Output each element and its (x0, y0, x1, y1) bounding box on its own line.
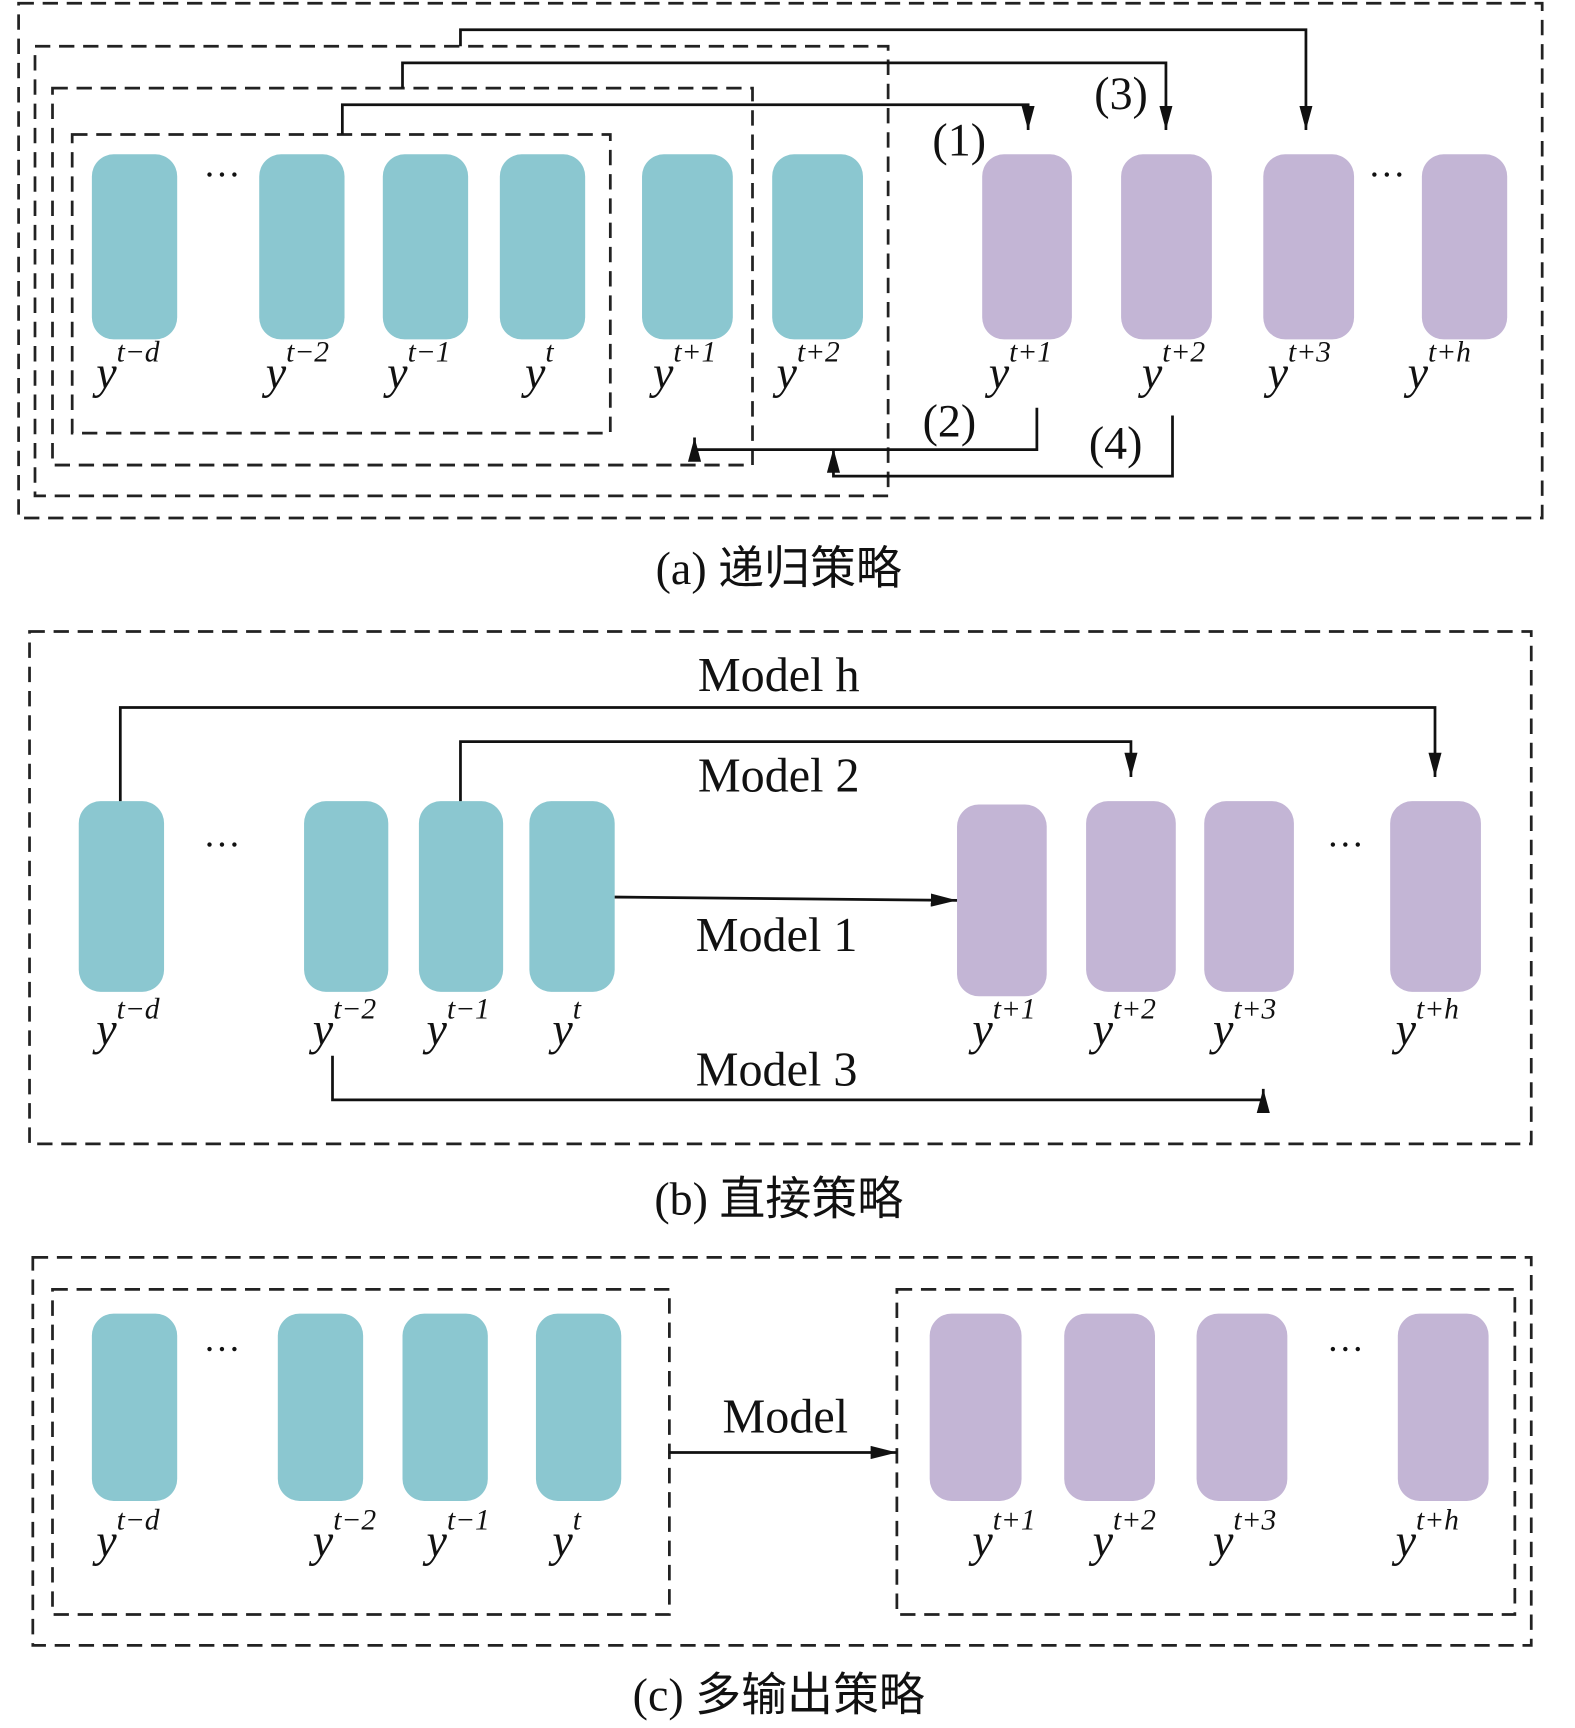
labels-a: yt−d yt−2 yt−1 yt yt+1 yt+2 yt+1 yt+2 yt… (92, 336, 1471, 398)
ellipsis: … (1368, 144, 1405, 185)
output-block (1121, 154, 1212, 340)
arrow-model-1 (614, 893, 958, 907)
label-y-t+2: yt+2 (773, 336, 840, 398)
fed-back-block (642, 154, 733, 340)
input-block (91, 1313, 178, 1501)
label-y-t: yt (548, 993, 581, 1055)
label-y-t+3: yt+3 (1209, 993, 1276, 1055)
model-1-label: Model 1 (696, 909, 858, 962)
label-y-t+h: yt+h (1404, 336, 1471, 398)
label-y-t-d: yt−d (92, 1505, 159, 1567)
ellipsis: … (1327, 1319, 1364, 1360)
label-y-t+h: yt+h (1392, 993, 1459, 1055)
input-block (499, 154, 586, 340)
step-label-2: (2) (923, 395, 977, 446)
input-block (535, 1313, 622, 1501)
model-2-label: Model 2 (698, 749, 860, 802)
output-block (982, 154, 1072, 340)
label-y-t+1: yt+1 (968, 1505, 1035, 1567)
label-y-t+h: yt+h (1392, 1505, 1459, 1567)
label-y-t-d: yt−d (92, 336, 159, 398)
ellipsis: … (203, 144, 240, 185)
caption-c: (c) 多输出策略 (633, 1669, 925, 1720)
label-y-t-1: yt−1 (423, 993, 490, 1055)
model-h-label: Model h (698, 649, 860, 702)
label-y-t+2: yt+2 (1138, 336, 1205, 398)
ellipsis: … (203, 814, 240, 855)
panel-recursive-strategy: … … yt−d yt−2 yt−1 yt yt+1 yt+2 yt+1 yt+… (17, 1, 1544, 594)
input-block (78, 801, 165, 992)
outer-frame (28, 630, 1533, 1146)
label-y-t+3: yt+3 (1264, 336, 1331, 398)
outer-frame (31, 1256, 1533, 1647)
step-label-3: (3) (1094, 68, 1148, 119)
output-block (1397, 1313, 1489, 1501)
output-block (1196, 1313, 1288, 1501)
label-y-t+1: yt+1 (985, 336, 1052, 398)
label-y-t-d: yt−d (92, 993, 159, 1055)
input-block (418, 801, 504, 992)
output-block (1263, 154, 1355, 340)
arrow-top (459, 28, 1313, 131)
ellipsis: … (1327, 814, 1364, 855)
outer-frame (17, 1, 1544, 520)
arrow-model-3 (331, 1055, 1270, 1114)
input-block (259, 154, 345, 340)
label-y-t+3: yt+3 (1209, 1505, 1276, 1567)
output-block (1390, 801, 1481, 992)
arrow-model-h (118, 706, 1442, 802)
label-y-t+1: yt+1 (649, 336, 716, 398)
arrow-model-2 (459, 740, 1138, 802)
input-block (402, 1313, 488, 1501)
labels-c: yt−d yt−2 yt−1 yt yt+1 yt+2 yt+3 yt+h (92, 1505, 1459, 1567)
labels-b: yt−d yt−2 yt−1 yt yt+1 yt+2 yt+3 yt+h (92, 993, 1459, 1055)
output-block (929, 1313, 1022, 1501)
input-block (304, 801, 389, 992)
arrow-step-4 (832, 415, 1174, 478)
label-y-t-2: yt−2 (262, 336, 329, 398)
input-block (277, 1313, 364, 1501)
model-label: Model (722, 1390, 848, 1443)
arrow-step-1 (340, 103, 1035, 135)
output-block (1204, 801, 1294, 992)
input-block (529, 801, 615, 992)
label-y-t+2: yt+2 (1089, 1505, 1156, 1567)
output-block (957, 804, 1047, 997)
input-block (91, 154, 178, 340)
label-y-t-2: yt−2 (309, 1505, 376, 1567)
output-block (1086, 801, 1176, 992)
step-label-1: (1) (932, 114, 986, 165)
arrow-step-3 (401, 61, 1173, 131)
output-block (1421, 154, 1508, 340)
panel-direct-strategy: … … yt−d yt−2 yt−1 yt yt+1 yt+2 yt+3 yt+… (28, 630, 1533, 1224)
model-3-label: Model 3 (696, 1043, 858, 1096)
label-y-t: yt (521, 336, 554, 398)
label-y-t-1: yt−1 (383, 336, 450, 398)
label-y-t-2: yt−2 (309, 993, 376, 1055)
label-y-t+1: yt+1 (968, 993, 1035, 1055)
fed-back-block (772, 154, 863, 340)
input-block (382, 154, 469, 340)
step-label-4: (4) (1089, 417, 1143, 468)
label-y-t-1: yt−1 (423, 1505, 490, 1567)
ellipsis: … (203, 1319, 240, 1360)
arrow-step-2 (687, 407, 1039, 462)
caption-a: (a) 递归策略 (656, 543, 902, 594)
label-y-t+2: yt+2 (1089, 993, 1156, 1055)
output-block (1064, 1313, 1155, 1501)
panel-multi-output-strategy: … … yt−d yt−2 yt−1 yt yt+1 yt+2 yt+3 yt+… (31, 1256, 1533, 1720)
label-y-t: yt (548, 1505, 581, 1567)
caption-b: (b) 直接策略 (654, 1173, 903, 1224)
